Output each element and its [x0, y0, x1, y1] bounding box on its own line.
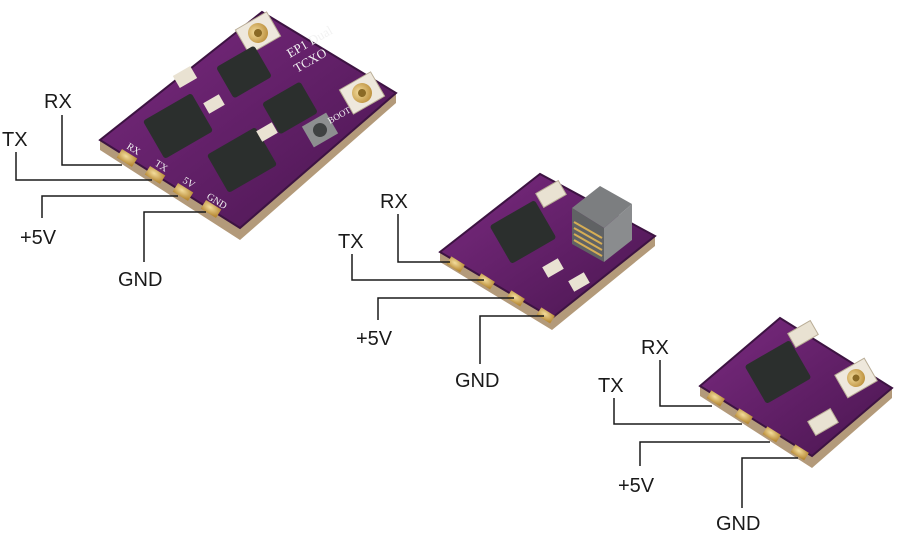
pad-tx [144, 165, 166, 185]
label-tx: TX [598, 375, 624, 397]
antenna-connector [234, 11, 282, 55]
component [203, 94, 225, 114]
pad-5v [506, 290, 525, 307]
pcb-board [98, 10, 398, 230]
leader-line-tx [613, 398, 742, 425]
pad-gnd [200, 199, 222, 219]
label-5v: +5V [618, 475, 655, 497]
receiver-module-small: RX TX +5V GND [598, 316, 894, 534]
receiver-module-large: EP1 Dual TCXO BOOT RX TX 5V GND RX TX +5… [2, 10, 398, 291]
boot-button [301, 112, 339, 148]
chip [263, 82, 317, 134]
crystal [807, 407, 839, 437]
leader-line-5v [41, 195, 178, 218]
label-gnd: GND [118, 269, 162, 291]
antenna-connector [338, 71, 386, 115]
label-rx: RX [641, 337, 669, 359]
leader-line-5v [639, 441, 770, 466]
pad-5v [172, 182, 194, 202]
antenna-block [572, 186, 632, 262]
label-5v: +5V [20, 227, 57, 249]
pad-row [116, 148, 222, 219]
label-gnd: GND [716, 513, 760, 534]
leader-line-rx [61, 115, 122, 166]
chip [217, 46, 271, 98]
pad-rx [446, 256, 465, 273]
component [568, 272, 590, 292]
receiver-module-medium: RX TX +5V GND [338, 172, 657, 392]
component [256, 122, 278, 142]
pad-tx [476, 273, 495, 290]
leader-line-gnd [143, 211, 206, 262]
crystal [535, 179, 567, 209]
leader-line-tx [15, 152, 152, 181]
antenna-connector [834, 357, 878, 399]
component [172, 65, 198, 89]
pad-gnd [790, 444, 809, 461]
leader-line-gnd [741, 457, 798, 508]
leader-line-gnd [479, 315, 544, 364]
component [542, 258, 564, 278]
pad-rx [706, 390, 725, 407]
pad-gnd [536, 307, 555, 324]
pad-rx [116, 148, 138, 168]
crystal [787, 319, 819, 349]
pad-5v [762, 426, 781, 443]
label-tx: TX [338, 231, 364, 253]
chip [745, 341, 811, 403]
leader-line-rx [659, 360, 712, 407]
pad-tx [734, 408, 753, 425]
chip [490, 201, 556, 263]
chip [143, 94, 213, 158]
label-tx: TX [2, 129, 28, 151]
pad-row [706, 390, 809, 461]
label-5v: +5V [356, 328, 393, 350]
leader-line-5v [377, 297, 514, 320]
leader-line-rx [397, 214, 450, 263]
label-rx: RX [380, 191, 408, 213]
leader-line-tx [351, 254, 484, 281]
label-rx: RX [44, 91, 72, 113]
chip [207, 128, 277, 192]
label-gnd: GND [455, 370, 499, 392]
pad-row [446, 256, 555, 324]
